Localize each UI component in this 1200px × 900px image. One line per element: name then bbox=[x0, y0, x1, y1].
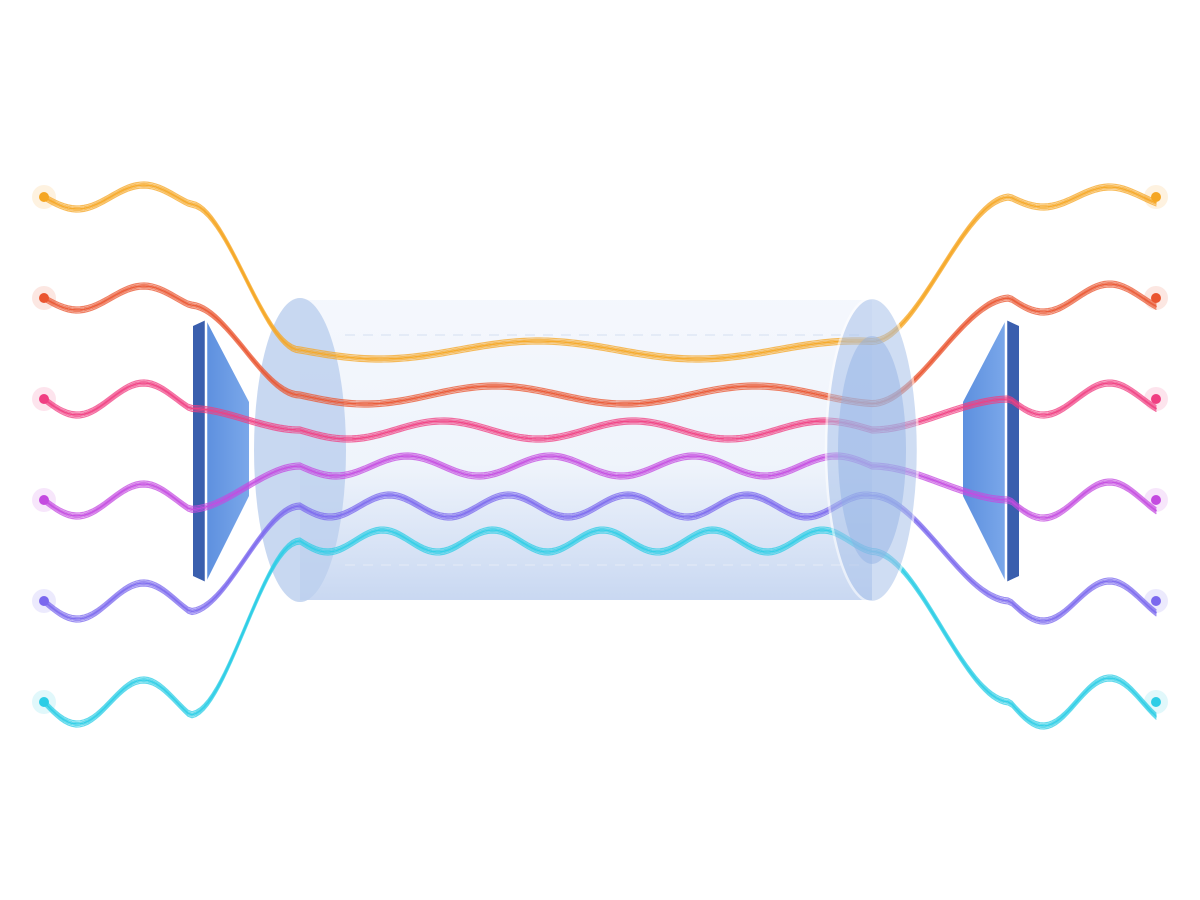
channel-red-orange-right-dot bbox=[1151, 293, 1161, 303]
right-prism-side bbox=[1006, 320, 1019, 582]
channel-red-orange-strand bbox=[43, 280, 1157, 402]
tube-right-end bbox=[824, 296, 920, 604]
channel-purple-strand bbox=[43, 455, 1157, 519]
channel-red-orange-strand bbox=[43, 281, 1157, 404]
channel-cyan-strand bbox=[43, 529, 1157, 727]
channel-violet-strand bbox=[43, 492, 1157, 621]
tube-left-cap bbox=[254, 298, 346, 602]
channel-pink-strand bbox=[43, 379, 1157, 437]
channel-orange-strand bbox=[43, 187, 1157, 363]
channel-red-orange-left-dot bbox=[39, 293, 49, 303]
channel-violet-left-dot bbox=[39, 596, 49, 606]
right-prism-face bbox=[963, 320, 1006, 582]
channel-pink-left-dot bbox=[39, 394, 49, 404]
left-prism-face bbox=[206, 320, 249, 582]
channel-orange-strand bbox=[43, 185, 1157, 362]
wave-channels bbox=[43, 181, 1157, 730]
channel-purple-strand bbox=[43, 453, 1157, 518]
channel-pink-wave bbox=[43, 379, 1157, 443]
channel-red-orange-wave bbox=[43, 280, 1157, 408]
channel-red-orange-strand bbox=[43, 284, 1157, 407]
channel-orange-left-dot bbox=[39, 192, 49, 202]
channel-purple-strand bbox=[43, 458, 1157, 522]
channel-orange-right-dot bbox=[1151, 192, 1161, 202]
channel-purple-strand bbox=[43, 456, 1157, 521]
channel-purple-strand bbox=[43, 452, 1157, 516]
channel-violet-right-dot bbox=[1151, 596, 1161, 606]
channel-purple-left-dot bbox=[39, 495, 49, 505]
channel-violet-strand bbox=[43, 491, 1157, 619]
channel-cyan-right-dot bbox=[1151, 697, 1161, 707]
channel-orange-strand bbox=[43, 181, 1157, 357]
channel-orange-strand bbox=[43, 184, 1157, 360]
channel-cyan-strand bbox=[43, 526, 1157, 724]
endpoint-dots bbox=[32, 185, 1168, 714]
right-prism bbox=[963, 320, 1019, 582]
channel-pink-strand bbox=[43, 380, 1157, 439]
left-prism bbox=[193, 320, 249, 582]
channel-pink-right-dot bbox=[1151, 394, 1161, 404]
channel-red-orange-strand bbox=[43, 283, 1157, 405]
tube-right-inner bbox=[838, 336, 906, 564]
channel-cyan-strand bbox=[43, 530, 1157, 729]
channel-violet-strand bbox=[43, 494, 1157, 622]
left-prism-side bbox=[193, 320, 206, 582]
channel-cyan-wave bbox=[43, 526, 1157, 730]
channel-violet-strand bbox=[43, 495, 1157, 624]
tube-right-cap bbox=[824, 296, 920, 604]
channel-cyan-strand bbox=[43, 532, 1157, 730]
channel-cyan-left-dot bbox=[39, 697, 49, 707]
channel-pink-strand bbox=[43, 383, 1157, 442]
channel-orange-wave bbox=[43, 181, 1157, 363]
channel-pink-strand bbox=[43, 385, 1157, 443]
channel-purple-wave bbox=[43, 452, 1157, 522]
channel-pink-strand bbox=[43, 382, 1157, 440]
channel-red-orange-strand bbox=[43, 286, 1157, 408]
channel-purple-right-dot bbox=[1151, 495, 1161, 505]
channel-violet-wave bbox=[43, 491, 1157, 625]
channel-violet-strand bbox=[43, 497, 1157, 625]
